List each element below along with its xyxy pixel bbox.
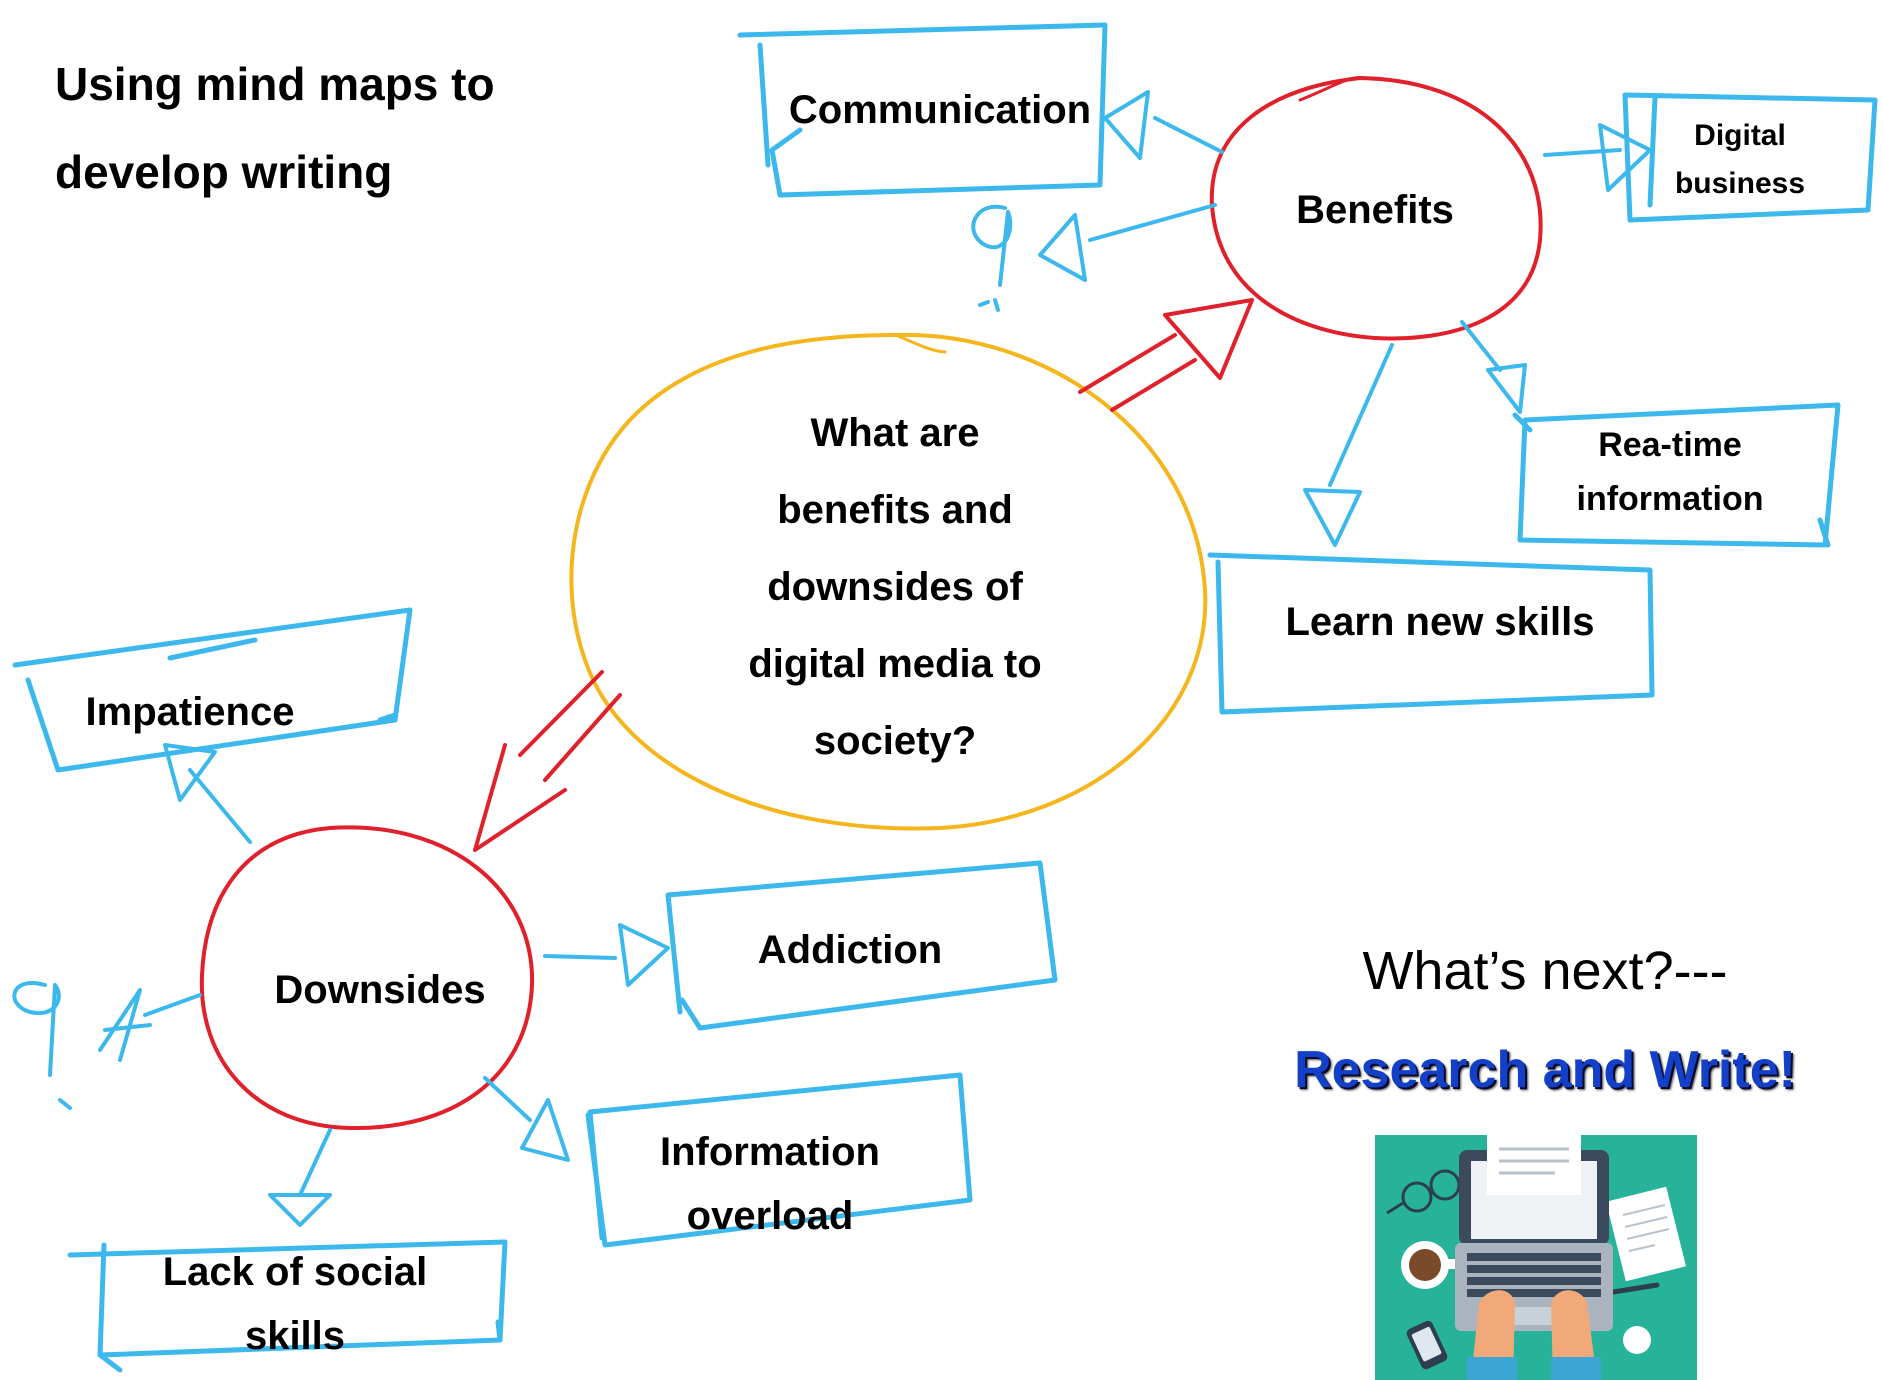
center-question-circle bbox=[569, 332, 1208, 831]
arrowhead-communication bbox=[1103, 90, 1150, 160]
connector-learn-skills bbox=[1328, 343, 1394, 487]
lack-social-box bbox=[67, 1239, 508, 1373]
arrowhead-impatience bbox=[163, 743, 217, 802]
arrowhead-info-overload bbox=[520, 1098, 570, 1162]
page-title: Using mind maps to develop writing bbox=[55, 40, 615, 216]
question-line-1: What are bbox=[810, 411, 980, 455]
connector-digital-business bbox=[1543, 148, 1622, 157]
realtime-line-2: information bbox=[1576, 480, 1764, 519]
papers-icon bbox=[1604, 1186, 1686, 1354]
communication-box bbox=[737, 22, 1108, 198]
communication-label: Communication bbox=[788, 88, 1092, 132]
downsides-circle bbox=[199, 825, 535, 1131]
learn-skills-label: Learn new skills bbox=[1285, 600, 1595, 644]
question-line-4: digital media to bbox=[748, 642, 1042, 686]
center-circle-flourish bbox=[893, 333, 947, 354]
benefits-circle bbox=[1209, 76, 1543, 341]
title-line-2: develop writing bbox=[55, 146, 393, 198]
addiction-box bbox=[665, 860, 1058, 1031]
realtime-label: Rea-time information bbox=[1540, 418, 1800, 527]
digital-business-box bbox=[1622, 92, 1878, 223]
lack-social-line-1: Lack of social bbox=[162, 1250, 428, 1294]
realtime-line-1: Rea-time bbox=[1598, 426, 1742, 464]
hands-icon bbox=[1467, 1290, 1601, 1380]
arrow-to-benefits bbox=[1078, 298, 1254, 412]
connector-lack-social bbox=[298, 1128, 332, 1197]
scribble-score-downsides bbox=[12, 981, 152, 1110]
benefits-label: Benefits bbox=[1296, 188, 1454, 232]
whats-next-text: What’s next?--- bbox=[1362, 941, 1728, 1001]
arrow-to-downsides bbox=[473, 670, 622, 852]
info-overload-box bbox=[585, 1072, 973, 1248]
question-line-2: benefits and bbox=[777, 488, 1013, 532]
impatience-label: Impatience bbox=[85, 690, 295, 734]
digital-business-line-1: Digital bbox=[1694, 119, 1786, 152]
connector-downsides-left bbox=[143, 993, 202, 1017]
connector-info-overload bbox=[483, 1076, 532, 1122]
question-line-5: society? bbox=[813, 719, 977, 763]
learn-skills-box bbox=[1207, 552, 1655, 715]
connector-addiction bbox=[543, 954, 617, 960]
coffee-cup-icon bbox=[1401, 1241, 1459, 1289]
arrowhead-realtime bbox=[1486, 363, 1527, 414]
arrowhead-digital-business bbox=[1598, 123, 1652, 192]
center-question: What are benefits and downsides of digit… bbox=[700, 395, 1090, 780]
arrowhead-addiction bbox=[618, 923, 670, 987]
realtime-box bbox=[1512, 402, 1841, 548]
impatience-box bbox=[12, 607, 413, 773]
info-overload-line-1: Information bbox=[660, 1130, 880, 1174]
downsides-label: Downsides bbox=[274, 968, 486, 1012]
phone-icon bbox=[1406, 1320, 1448, 1370]
lack-social-label: Lack of social skills bbox=[145, 1240, 445, 1368]
writing-illustration bbox=[1375, 1135, 1697, 1380]
arrowhead-learn-skills bbox=[1303, 488, 1362, 547]
connector-communication bbox=[1153, 116, 1224, 154]
call-to-action-text: Research and Write! bbox=[1294, 1041, 1796, 1099]
connector-realtime bbox=[1460, 320, 1502, 372]
digital-business-label: Digital business bbox=[1640, 112, 1840, 208]
scribble-score-benefits bbox=[971, 204, 1013, 312]
arrowhead-lack-social bbox=[268, 1193, 332, 1227]
addiction-label: Addiction bbox=[757, 928, 943, 972]
info-overload-line-2: overload bbox=[686, 1194, 854, 1238]
question-line-3: downsides of bbox=[767, 565, 1023, 609]
info-overload-label: Information overload bbox=[640, 1120, 900, 1248]
connector-impatience bbox=[188, 768, 252, 844]
benefits-circle-flourish bbox=[1298, 76, 1362, 102]
laptop-icon bbox=[1455, 1135, 1613, 1331]
digital-business-line-2: business bbox=[1674, 167, 1806, 200]
connector-benefits-left bbox=[1088, 203, 1217, 242]
lack-social-line-2: skills bbox=[244, 1314, 346, 1358]
arrowhead-benefits-left bbox=[1038, 213, 1087, 282]
title-line-1: Using mind maps to bbox=[55, 58, 495, 110]
